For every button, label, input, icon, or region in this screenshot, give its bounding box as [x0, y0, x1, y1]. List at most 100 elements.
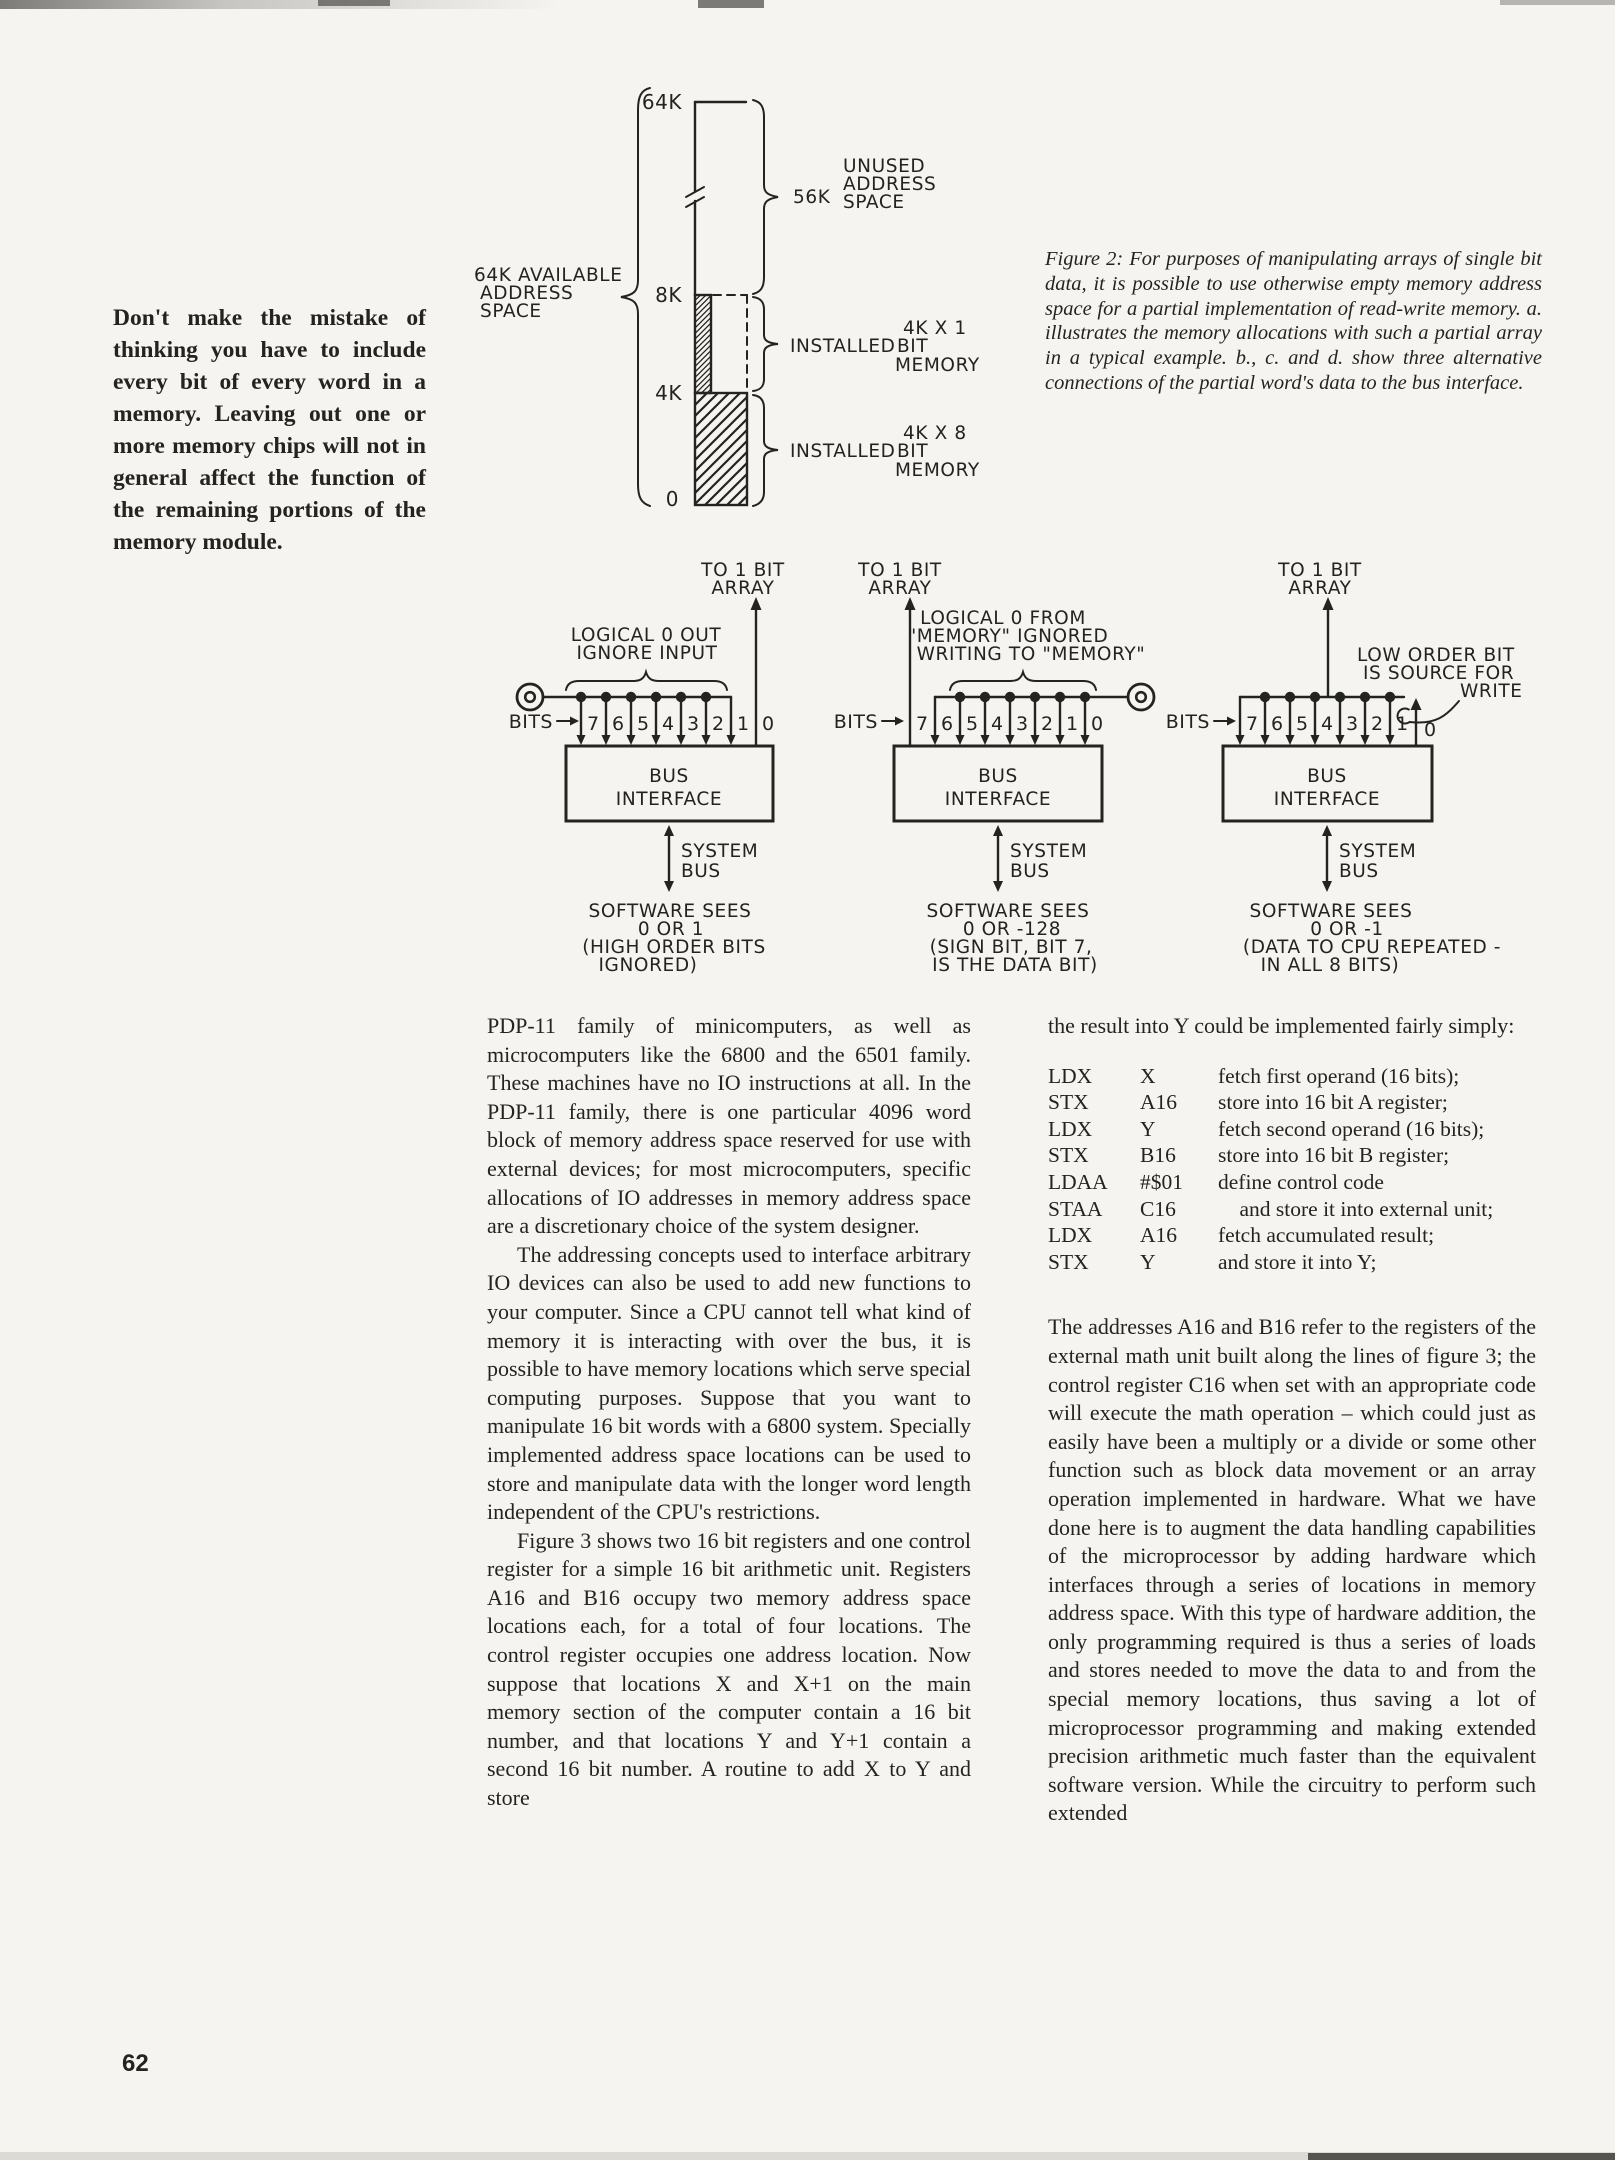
- opcode: STAA: [1048, 1196, 1103, 1221]
- installed-4kx8-label: INSTALLED: [790, 441, 896, 462]
- software-sees-note: SOFTWARE SEES 0 OR -1 (DATA TO CPU REPEA…: [1243, 901, 1501, 976]
- scan-artifact-top-mark: [698, 0, 764, 8]
- code-comment: and store it into external unit;: [1218, 1196, 1494, 1221]
- unused-label: ADDRESS: [843, 174, 936, 195]
- svg-text:1: 1: [1066, 713, 1079, 735]
- up-arrowhead: [1322, 597, 1334, 610]
- unused-label: SPACE: [843, 192, 905, 213]
- svg-text:7: 7: [1246, 713, 1259, 735]
- bus-diagram-d: TO 1 BIT ARRAY LOW ORDER BIT IS SOURCE F…: [1166, 560, 1522, 976]
- installed-4kx1-size: 4K X 1: [903, 318, 967, 339]
- terminal-icon: [1126, 682, 1156, 712]
- svg-text:3: 3: [1016, 713, 1029, 735]
- bit-numbers: 7 6 5 4 3 2 1 0: [587, 713, 775, 735]
- bus-diagram-b: TO 1 BIT ARRAY LOGICAL 0 OUT IGNORE INPU…: [509, 560, 785, 976]
- code-line: STX B16 store into 16 bit B register;: [1048, 1142, 1536, 1169]
- to-array-label: ARRAY: [868, 578, 931, 599]
- svg-text:IN ALL 8 BITS): IN ALL 8 BITS): [1261, 955, 1400, 976]
- up-arrowhead: [993, 825, 1003, 836]
- note-label: LOW ORDER BIT: [1357, 645, 1515, 666]
- svg-text:2: 2: [1041, 713, 1054, 735]
- installed-4kx8-region: [693, 391, 749, 507]
- paragraph: The addressing concepts used to interfac…: [487, 1241, 971, 1525]
- note-label: LOGICAL 0 FROM: [920, 608, 1086, 629]
- bus-interface-label: INTERFACE: [616, 789, 722, 810]
- svg-text:0: 0: [762, 713, 775, 735]
- installed-4kx1-label: MEMORY: [895, 355, 980, 376]
- installed-4kx1-region: [693, 293, 713, 395]
- system-bus-label: BUS: [1339, 861, 1379, 882]
- code-line: STX A16 store into 16 bit A register;: [1048, 1089, 1536, 1116]
- bit-lines: [1235, 691, 1422, 748]
- svg-text:3: 3: [687, 713, 700, 735]
- svg-text:(SIGN BIT, BIT 7,: (SIGN BIT, BIT 7,: [930, 937, 1093, 958]
- to-array-label: ARRAY: [1288, 578, 1351, 599]
- svg-text:4: 4: [1321, 713, 1334, 735]
- bits-label: BITS: [509, 711, 553, 733]
- operand: A16: [1140, 1090, 1178, 1115]
- opcode: STX: [1048, 1090, 1089, 1115]
- pull-quote: Don't make the mistake of thinking you h…: [113, 305, 426, 555]
- down-arrowhead: [1322, 881, 1332, 892]
- available-space-label: ADDRESS: [480, 283, 573, 304]
- system-bus-label: BUS: [1010, 861, 1050, 882]
- bus-interface-label: BUS: [978, 766, 1018, 787]
- right-arrowhead: [570, 716, 579, 726]
- system-bus-label: SYSTEM: [681, 841, 758, 862]
- opcode: LDX: [1048, 1116, 1093, 1141]
- unused-brace: [752, 99, 779, 295]
- paragraph: PDP-11 family of minicomputers, as well …: [487, 1013, 971, 1239]
- bus-interface-label: BUS: [649, 766, 689, 787]
- code-comment: store into 16 bit B register;: [1218, 1143, 1450, 1168]
- bus-diagram-c: TO 1 BIT ARRAY LOGICAL 0 FROM "MEMORY" I…: [834, 560, 1156, 976]
- terminal-icon: [515, 682, 545, 712]
- paragraph: Figure 3 shows two 16 bit registers and …: [487, 1527, 971, 1811]
- svg-text:6: 6: [941, 713, 954, 735]
- to-array-label: ARRAY: [711, 578, 774, 599]
- note-label: WRITING TO "MEMORY": [917, 644, 1146, 665]
- up-arrowhead: [664, 825, 674, 836]
- scan-artifact-bottom-bar: [0, 2152, 1615, 2160]
- break-mark: [685, 186, 705, 198]
- tick-64k: 64K: [642, 90, 682, 114]
- down-arrowhead: [993, 881, 1003, 892]
- up-arrowhead: [1410, 698, 1422, 710]
- installed-4kx8-label: BIT: [897, 441, 928, 462]
- svg-text:1: 1: [1396, 713, 1409, 735]
- unused-label: UNUSED: [843, 156, 925, 177]
- tick-8k: 8K: [655, 283, 682, 307]
- software-sees-note: SOFTWARE SEES 0 OR -128 (SIGN BIT, BIT 7…: [927, 901, 1098, 976]
- svg-text:1: 1: [737, 713, 750, 735]
- up-arrowhead: [904, 597, 916, 610]
- svg-text:0 OR 1: 0 OR 1: [638, 919, 704, 940]
- right-arrowhead: [895, 716, 904, 726]
- svg-text:0: 0: [1424, 719, 1437, 741]
- right-text-column: the result into Y could be implemented f…: [1048, 1012, 1536, 1828]
- bit-lines: [575, 691, 736, 745]
- scan-artifact-top-left: [0, 0, 560, 9]
- unused-size: 56K: [793, 187, 831, 208]
- right-arrowhead: [1227, 716, 1236, 726]
- operand: #$01: [1140, 1169, 1183, 1194]
- svg-text:2: 2: [1371, 713, 1384, 735]
- svg-text:SOFTWARE SEES: SOFTWARE SEES: [1250, 901, 1413, 922]
- available-space-label: 64K AVAILABLE: [474, 265, 622, 286]
- svg-text:3: 3: [1346, 713, 1359, 735]
- installed-4kx8-brace: [752, 394, 779, 507]
- scan-artifact-bottom-dark: [1308, 2153, 1615, 2160]
- operand: Y: [1140, 1116, 1156, 1141]
- svg-text:(DATA TO CPU REPEATED -: (DATA TO CPU REPEATED -: [1243, 937, 1501, 958]
- svg-text:(HIGH ORDER BITS: (HIGH ORDER BITS: [582, 937, 766, 958]
- operand: B16: [1140, 1143, 1176, 1168]
- opcode: STX: [1048, 1143, 1089, 1168]
- code-comment: store into 16 bit A register;: [1218, 1090, 1448, 1115]
- svg-text:IGNORED): IGNORED): [599, 955, 698, 976]
- system-bus-label: SYSTEM: [1010, 841, 1087, 862]
- operand: A16: [1140, 1223, 1178, 1248]
